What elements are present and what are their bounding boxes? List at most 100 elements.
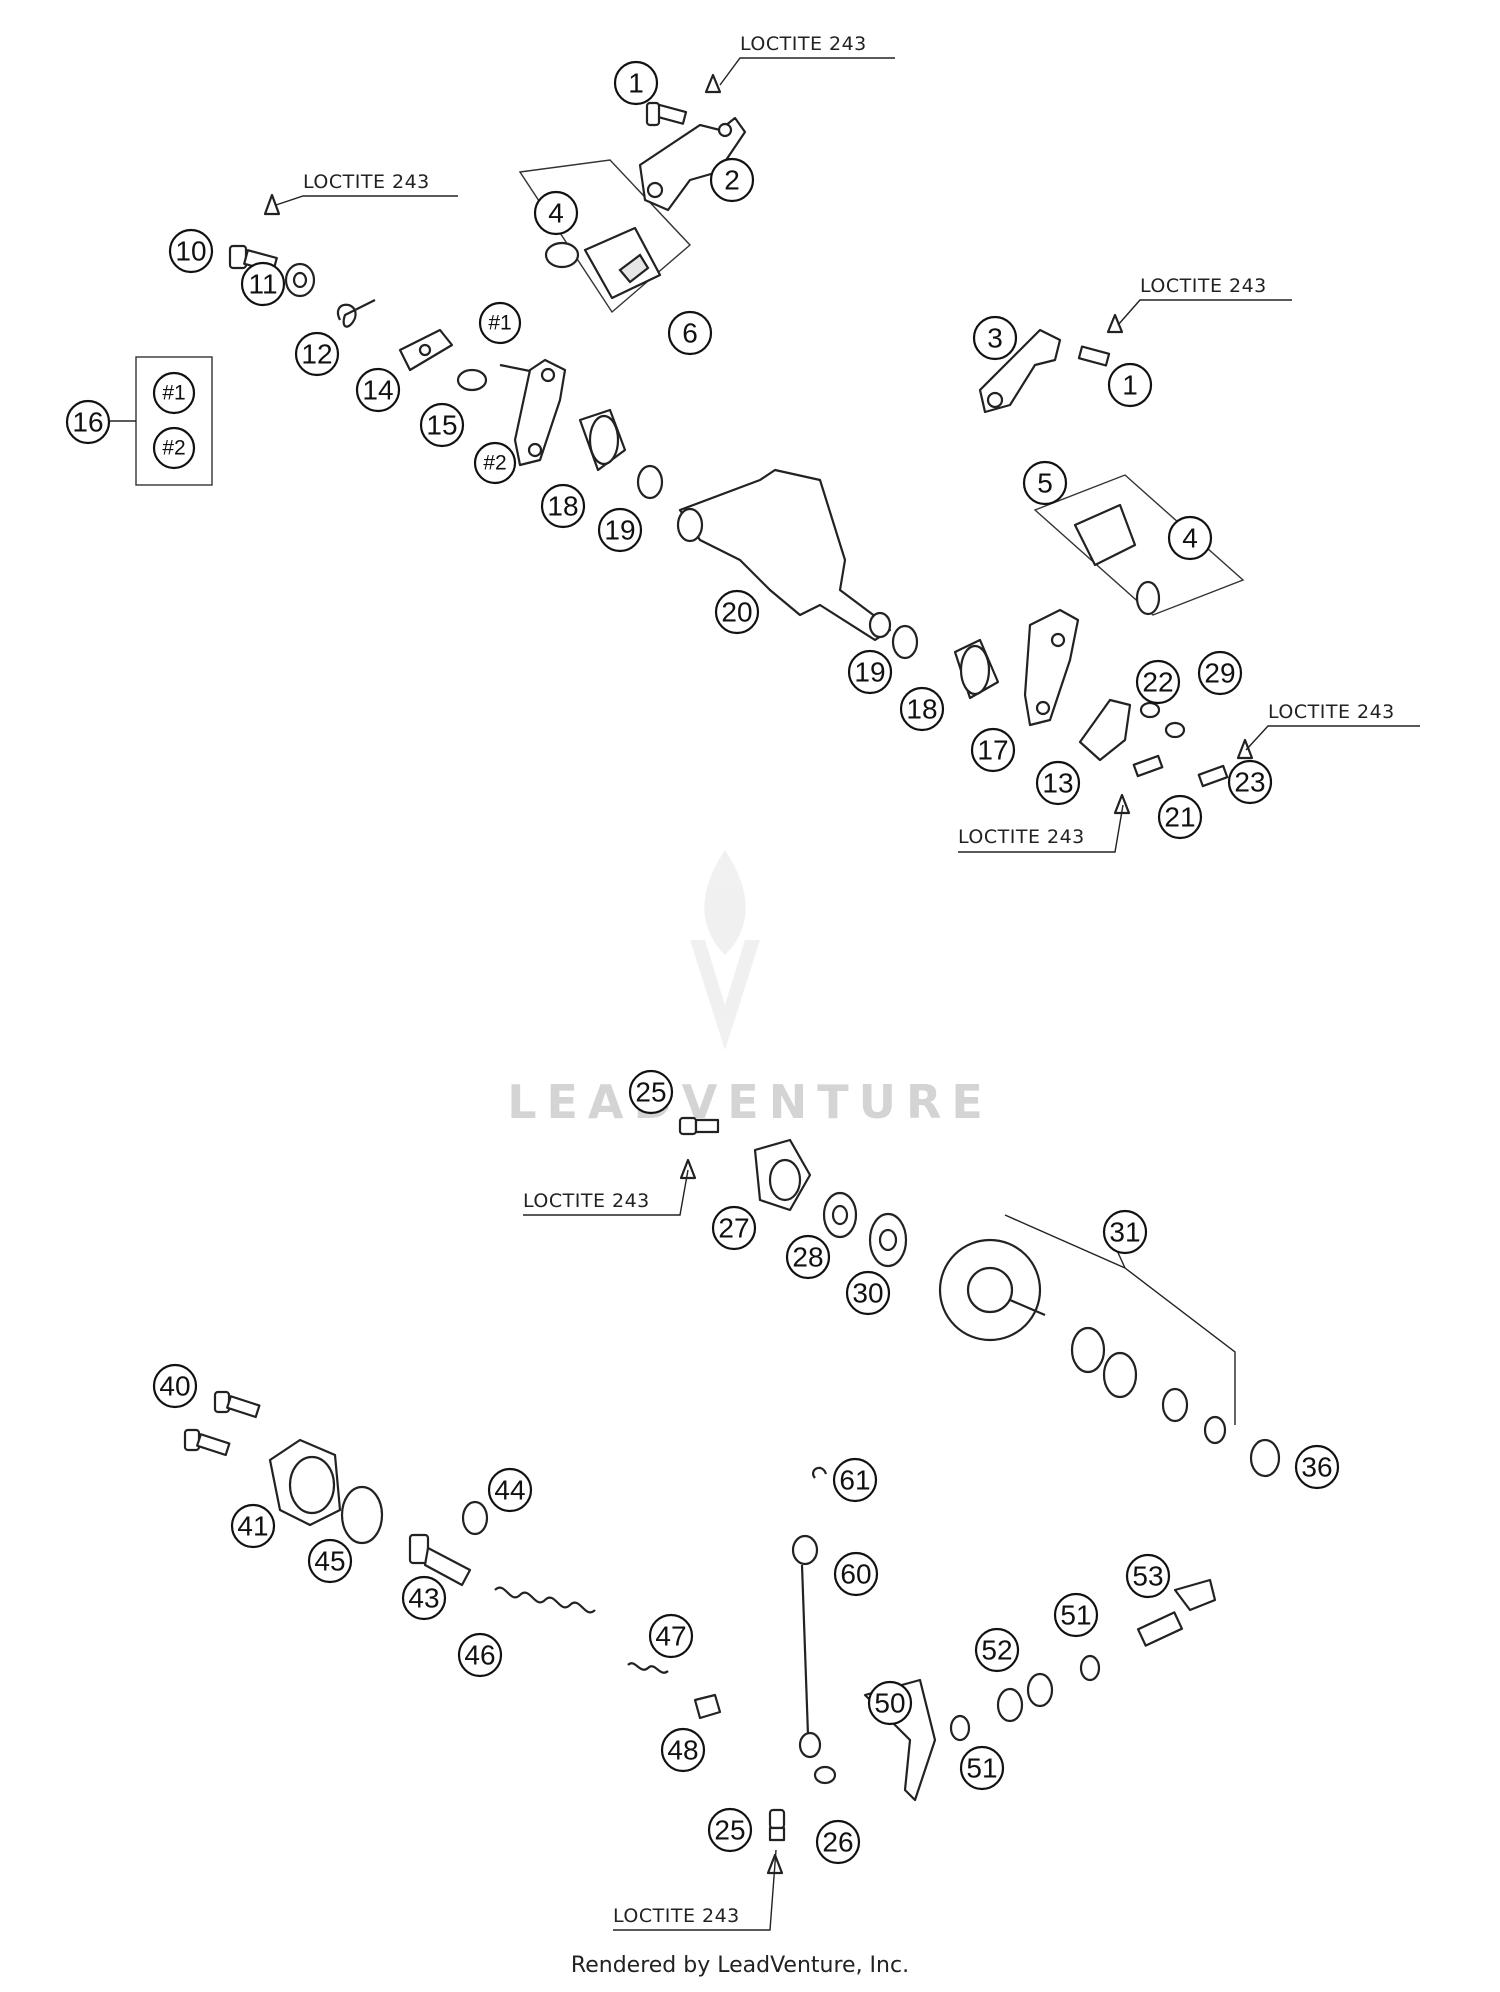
svg-text:28: 28 — [792, 1242, 823, 1273]
svg-text:29: 29 — [1204, 658, 1235, 689]
svg-text:19: 19 — [854, 657, 885, 688]
callout-48: 48 — [660, 1727, 706, 1773]
flame-v-logo-icon — [690, 850, 760, 1050]
svg-text:36: 36 — [1301, 1452, 1332, 1483]
svg-text:61: 61 — [839, 1465, 870, 1496]
callout-29: 29 — [1197, 650, 1243, 696]
callout-28: 28 — [785, 1234, 831, 1280]
callout-31: 31 — [1102, 1209, 1148, 1255]
svg-text:17: 17 — [977, 735, 1008, 766]
callout-36: 36 — [1294, 1444, 1340, 1490]
callout-45: 45 — [307, 1538, 353, 1584]
callout-11: 11 — [240, 261, 286, 307]
loctite-note-bolt-1b: LOCTITE 243 — [1140, 275, 1267, 297]
svg-text:10: 10 — [175, 236, 206, 267]
callout-26: 26 — [815, 1819, 861, 1865]
callout-60: 60 — [833, 1551, 879, 1597]
svg-text:21: 21 — [1164, 802, 1195, 833]
svg-text:14: 14 — [362, 375, 393, 406]
svg-text:3: 3 — [987, 323, 1003, 354]
callout-18b: 18 — [899, 686, 945, 732]
svg-text:#2: #2 — [483, 452, 506, 475]
kit-frame-5 — [1033, 474, 1245, 616]
svg-text:20: 20 — [721, 597, 752, 628]
watermark-text: LEADVENTURE — [507, 1075, 993, 1129]
callout-50: 50 — [867, 1680, 913, 1726]
svg-text:1: 1 — [1122, 370, 1138, 401]
callout-27: 27 — [711, 1205, 757, 1251]
callout-4a: 4 — [533, 190, 579, 236]
callout-4b: 4 — [1167, 515, 1213, 561]
svg-text:5: 5 — [1037, 468, 1053, 499]
loctite-note-bolt-1: LOCTITE 243 — [740, 33, 867, 55]
kit-frame-6 — [518, 159, 692, 314]
callout-1a: 1 — [613, 60, 659, 106]
svg-text:#1: #1 — [488, 312, 511, 335]
svg-text:13: 13 — [1042, 768, 1073, 799]
svg-text:16: 16 — [72, 407, 103, 438]
svg-text:4: 4 — [548, 198, 564, 229]
svg-text:18: 18 — [547, 491, 578, 522]
callout-44: 44 — [487, 1467, 533, 1513]
callout-43: 43 — [401, 1575, 447, 1621]
loctite-note-bolt-10: LOCTITE 243 — [303, 171, 430, 193]
callout-21: 21 — [1157, 794, 1203, 840]
svg-text:6: 6 — [682, 318, 698, 349]
loctite-notes: LOCTITE 243 LOCTITE 243 LOCTITE 243 LOCT… — [303, 33, 1395, 1927]
callout-3: 3 — [972, 315, 1018, 361]
callout-20: 20 — [714, 589, 760, 635]
loctite-note-bolt-25a: LOCTITE 243 — [523, 1190, 650, 1212]
callout-22: 22 — [1135, 659, 1181, 705]
svg-text:25: 25 — [635, 1077, 666, 1108]
loctite-note-bolt-21: LOCTITE 243 — [958, 826, 1085, 848]
svg-text:60: 60 — [840, 1559, 871, 1590]
callout-16-sub-2: #2 — [152, 426, 196, 470]
svg-text:12: 12 — [301, 339, 332, 370]
svg-text:30: 30 — [852, 1278, 883, 1309]
svg-text:23: 23 — [1234, 767, 1265, 798]
callout-19b: 19 — [847, 649, 893, 695]
svg-text:27: 27 — [718, 1213, 749, 1244]
callout-19a: 19 — [597, 507, 643, 553]
render-credit: Rendered by LeadVenture, Inc. — [571, 1953, 909, 1978]
callout-46: 46 — [457, 1632, 503, 1678]
callout-12: 12 — [294, 331, 340, 377]
svg-text:22: 22 — [1142, 667, 1173, 698]
callout-1b: 1 — [1107, 362, 1153, 408]
svg-text:40: 40 — [159, 1371, 190, 1402]
callout-15: 15 — [419, 402, 465, 448]
upper-leaders — [110, 57, 1420, 853]
callout-41: 41 — [230, 1503, 276, 1549]
svg-text:11: 11 — [248, 269, 277, 300]
lower-assembly-parts — [183, 1116, 1281, 1875]
callout-17: 17 — [970, 727, 1016, 773]
svg-text:18: 18 — [906, 694, 937, 725]
callout-14: 14 — [355, 367, 401, 413]
callout-16-sub-1: #1 — [152, 371, 196, 415]
svg-text:48: 48 — [667, 1735, 698, 1766]
svg-text:25: 25 — [714, 1815, 745, 1846]
svg-text:#2: #2 — [162, 437, 185, 460]
watermark: LEADVENTURE — [507, 850, 993, 1129]
callout-16: 16 — [65, 399, 111, 445]
loctite-note-bolt-23: LOCTITE 243 — [1268, 701, 1395, 723]
callout-lever-2: #2 — [473, 441, 517, 485]
callout-52: 52 — [974, 1627, 1020, 1673]
callout-13: 13 — [1035, 760, 1081, 806]
svg-text:1: 1 — [628, 68, 644, 99]
svg-text:52: 52 — [981, 1635, 1012, 1666]
svg-text:15: 15 — [426, 410, 457, 441]
callout-53: 53 — [1125, 1553, 1171, 1599]
callout-47: 47 — [648, 1613, 694, 1659]
callout-2: 2 — [709, 157, 755, 203]
svg-text:43: 43 — [408, 1583, 439, 1614]
svg-text:2: 2 — [724, 165, 740, 196]
callout-5: 5 — [1022, 460, 1068, 506]
svg-text:53: 53 — [1132, 1561, 1163, 1592]
loctite-note-bolt-25b: LOCTITE 243 — [613, 1905, 740, 1927]
svg-text:41: 41 — [237, 1511, 268, 1542]
callout-30: 30 — [845, 1270, 891, 1316]
callout-23: 23 — [1227, 759, 1273, 805]
svg-text:45: 45 — [314, 1546, 345, 1577]
